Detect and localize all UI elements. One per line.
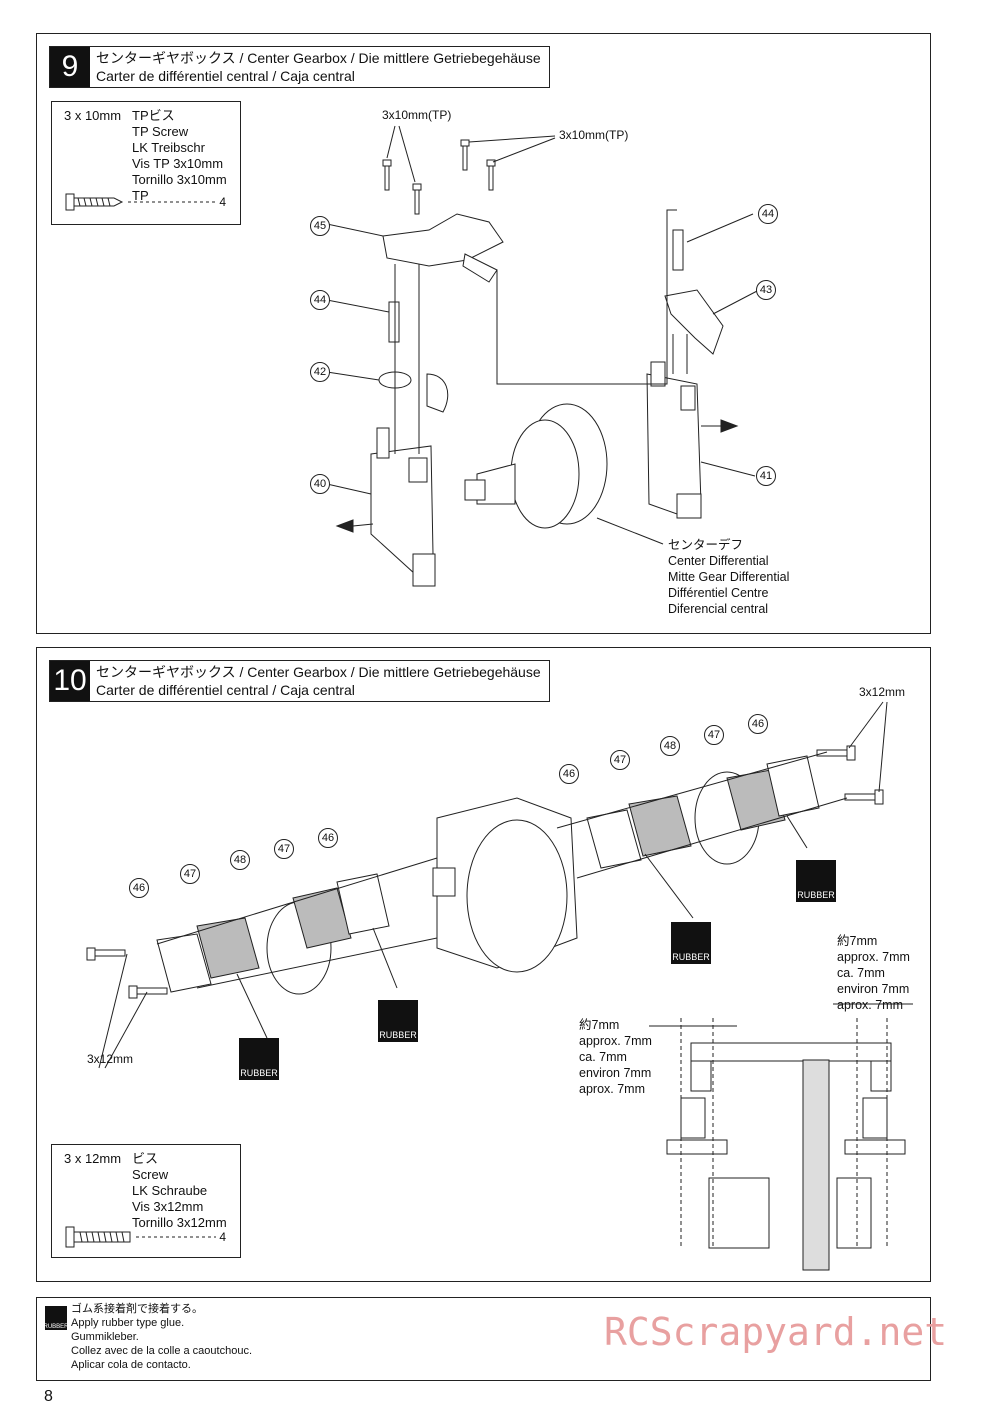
screw-callout-top: 3x12mm [859,685,906,699]
glue-note-box: RUBBER ゴム系接着剤で接着する。 Apply rubber type gl… [36,1297,931,1381]
screw-name-es: Tornillo 3x12mm [132,1215,227,1230]
step-10-header: 10 センターギヤボックス / Center Gearbox / Die mit… [49,660,550,702]
step-9-number: 9 [50,47,90,87]
screw-callout-right: 3x10mm(TP) [559,128,629,142]
dim-left-ja: 約7mm [579,1018,620,1032]
dimension-label-right: 約7mm approx. 7mm ca. 7mm environ 7mm apr… [837,933,910,1013]
dimension-label-left: 約7mm approx. 7mm ca. 7mm environ 7mm apr… [579,1017,652,1097]
rubber-glue-icon-1: RUBBER [239,1038,279,1080]
step-10-title-line1: センターギヤボックス / Center Gearbox / Die mittle… [96,664,541,680]
step-9-exploded-diagram [326,125,760,587]
step-10-exploded-diagram [86,701,913,1271]
glue-note-ja: ゴム系接着剤で接着する。 [71,1303,203,1315]
part-number-46-left-outer: 46 [129,878,149,898]
part-number-48-left: 48 [230,850,250,870]
center-differential-label: センターデフ Center Differential Mitte Gear Di… [668,537,789,617]
dim-right-de: ca. 7mm [837,966,885,980]
screw-size: 3 x 10mm [64,108,122,123]
part-number-46-right-inner: 46 [559,764,579,784]
center-diff-fr: Différentiel Centre [668,586,769,600]
step-9-title-line2: Carter de différentiel central / Caja ce… [96,68,355,84]
rubber-glue-icon-4: RUBBER [796,860,836,902]
part-number-43: 43 [756,280,776,300]
rubber-glue-icon-2: RUBBER [378,1000,418,1042]
center-diff-ja: センターデフ [668,538,744,552]
part-number-41: 41 [756,466,776,486]
part-number-44-left: 44 [310,290,330,310]
screw-size: 3 x 12mm [64,1151,122,1166]
watermark: RCScrapyard.net [604,1310,948,1354]
tp-screw [382,139,496,215]
dim-left-de: ca. 7mm [579,1050,627,1064]
part-number-47-left-inner: 47 [274,839,294,859]
glue-note-es: Aplicar cola de contacto. [71,1359,191,1371]
part-number-46-right-outer: 46 [748,714,768,734]
dim-left-fr: environ 7mm [579,1066,652,1080]
center-diff-en: Center Differential [668,554,769,568]
screw-icon [65,193,216,211]
screw-name-ja: TPビス [132,108,175,123]
screw-name-ja: ビス [132,1151,159,1166]
screw-callout-left: 3x10mm(TP) [382,108,452,122]
screw-name-en: TP Screw [132,124,189,139]
step-10-number: 10 [50,661,90,701]
dim-left-es: aprox. 7mm [579,1082,645,1096]
rubber-glue-icon: RUBBER [44,1306,69,1330]
screw-name-fr: Vis TP 3x10mm [132,156,224,171]
page-number: 8 [44,1388,53,1405]
screw-name-fr: Vis 3x12mm [132,1199,204,1214]
part-number-47-right-inner: 47 [610,750,630,770]
glue-note-fr: Collez avec de la colle a caoutchouc. [71,1345,252,1357]
screw-qty: 4 [219,195,226,209]
part-number-45: 45 [310,216,330,236]
step-9-panel: 9 センターギヤボックス / Center Gearbox / Die mitt… [36,33,931,634]
step-10-screw-box: 3 x 12mm ビス Screw LK Schraube Vis 3x12mm… [51,1144,241,1258]
glue-note-en: Apply rubber type glue. [71,1317,185,1329]
center-diff-es: Diferencial central [668,602,769,616]
part-number-42: 42 [310,362,330,382]
screw-name-de: LK Schraube [132,1183,208,1198]
rubber-glue-icon-3: RUBBER [671,922,711,964]
step-10-panel: 10 センターギヤボックス / Center Gearbox / Die mit… [36,647,931,1282]
screw-name-de: LK Treibschr [132,140,205,155]
step-9-header: 9 センターギヤボックス / Center Gearbox / Die mitt… [49,46,550,88]
part-number-47-left-outer: 47 [180,864,200,884]
part-number-47-right-outer: 47 [704,725,724,745]
center-diff-de: Mitte Gear Differential [668,570,790,584]
part-number-40: 40 [310,474,330,494]
step-9-screw-box: 3 x 10mm TPビス TP Screw LK Treibschr Vis … [51,101,241,225]
screw-name-es: Tornillo 3x10mm TP [132,172,227,203]
glue-note-de: Gummikleber. [71,1331,139,1343]
dim-left-en: approx. 7mm [579,1034,652,1048]
dim-right-fr: environ 7mm [837,982,910,996]
dim-right-es: aprox. 7mm [837,998,903,1012]
screw-name-en: Screw [132,1167,169,1182]
step-9-title-line1: センターギヤボックス / Center Gearbox / Die mittle… [96,50,541,66]
part-number-46-left-inner: 46 [318,828,338,848]
part-number-44-right: 44 [758,204,778,224]
dim-right-en: approx. 7mm [837,950,910,964]
screw-icon [65,1226,216,1248]
step-10-title-line2: Carter de différentiel central / Caja ce… [96,682,355,698]
screw-qty: 4 [219,1230,226,1244]
dim-right-ja: 約7mm [837,934,878,948]
part-number-48-right: 48 [660,736,680,756]
